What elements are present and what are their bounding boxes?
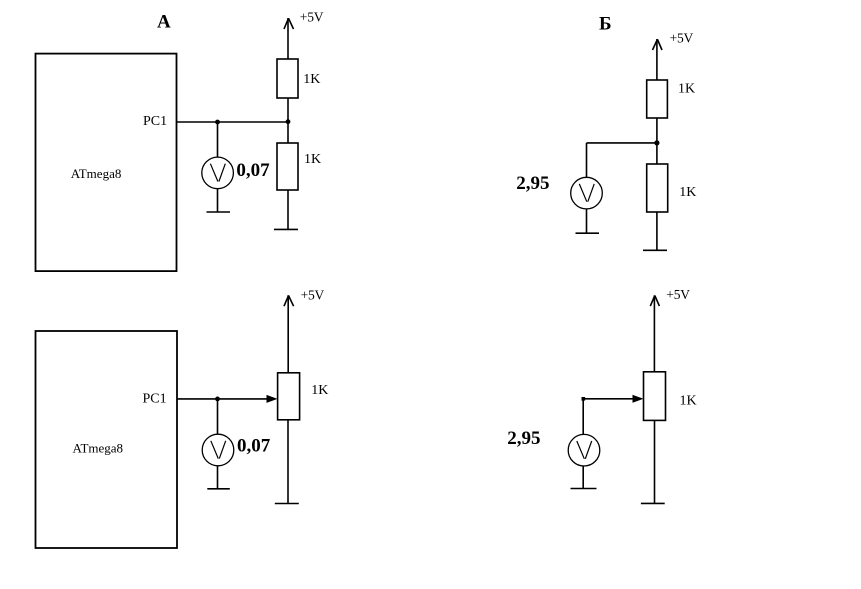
svg-text:PC1: PC1 [143, 392, 167, 407]
svg-text:2,95: 2,95 [507, 428, 540, 449]
svg-text:0,07: 0,07 [236, 160, 270, 181]
svg-text:+5V: +5V [666, 287, 690, 302]
svg-text:1K: 1K [680, 394, 697, 409]
svg-text:1K: 1K [679, 185, 696, 200]
svg-text:+5V: +5V [670, 31, 694, 46]
svg-text:Б: Б [599, 14, 612, 35]
svg-text:ATmega8: ATmega8 [71, 166, 122, 181]
svg-text:А: А [157, 12, 171, 33]
svg-text:1K: 1K [304, 152, 321, 167]
svg-text:1K: 1K [678, 81, 695, 96]
svg-text:0,07: 0,07 [237, 436, 271, 457]
svg-text:+5V: +5V [300, 10, 324, 25]
svg-text:2,95: 2,95 [516, 173, 549, 194]
svg-text:1K: 1K [311, 383, 328, 398]
svg-text:ATmega8: ATmega8 [73, 440, 124, 455]
svg-text:1K: 1K [303, 72, 320, 87]
svg-text:PC1: PC1 [143, 114, 167, 129]
svg-text:+5V: +5V [301, 287, 325, 302]
